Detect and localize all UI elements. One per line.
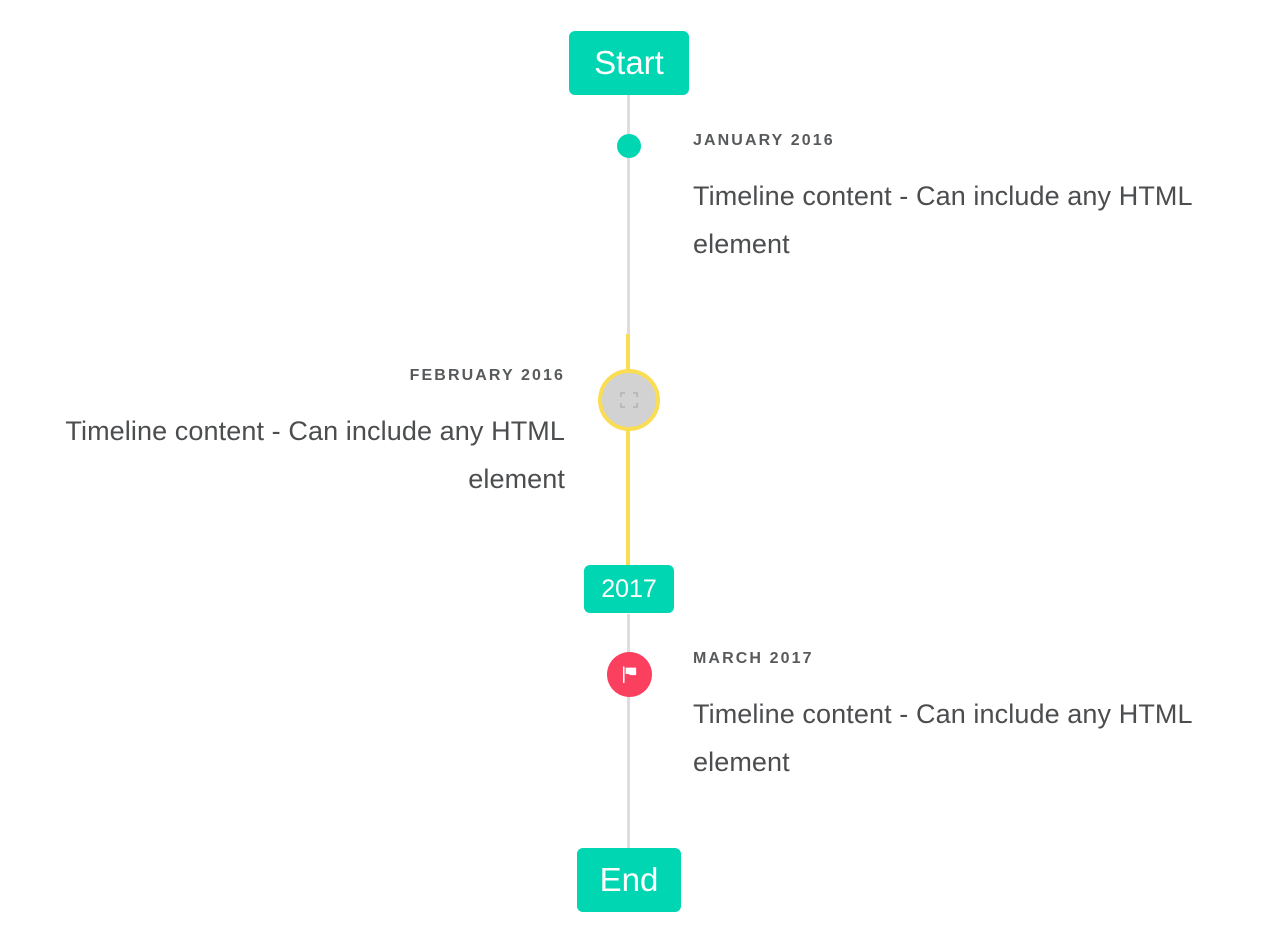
timeline-entry-date: JANUARY 2016 [693,132,835,149]
timeline-entry-date: MARCH 2017 [693,650,814,667]
timeline-start-label[interactable]: Start [569,31,689,95]
flag-icon [622,666,637,684]
timeline-entry-march-2017: MARCH 2017 Timeline content - Can includ… [693,649,1217,786]
timeline-middle-label-2017[interactable]: 2017 [584,565,674,613]
timeline-line-segment-highlight [626,334,630,566]
timeline-entry-date: FEBRUARY 2016 [409,367,565,384]
timeline-marker-dot[interactable] [617,134,641,158]
timeline-line-segment-top [627,90,630,336]
timeline-line-segment-bottom [627,614,630,850]
timeline-entry-february-2016: FEBRUARY 2016 Timeline content - Can inc… [41,366,565,503]
timeline-end-label[interactable]: End [577,848,681,912]
timeline-entry-body: Timeline content - Can include any HTML … [693,699,1192,778]
broken-image-icon [620,392,638,408]
timeline-entry-body: Timeline content - Can include any HTML … [693,181,1192,260]
timeline-entry-body: Timeline content - Can include any HTML … [65,416,565,495]
timeline-entry-january-2016: JANUARY 2016 Timeline content - Can incl… [693,131,1217,268]
timeline-marker-image[interactable] [598,369,660,431]
timeline-marker-flag[interactable] [607,652,652,697]
